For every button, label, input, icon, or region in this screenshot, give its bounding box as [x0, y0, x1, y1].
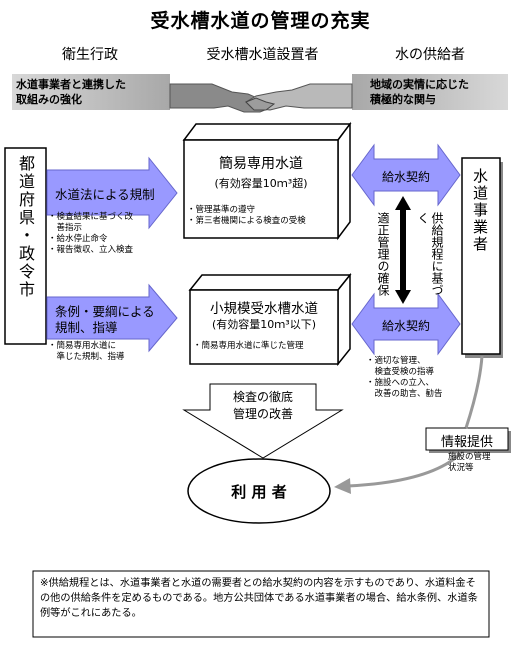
simple-waterworks-title: 簡易専用水道 [219, 156, 303, 172]
prefecture-box-label: 都道府県・政令市 [16, 155, 35, 299]
left-banner-line2: 取組みの強化 [16, 93, 82, 106]
small-tank-notes: ・簡易専用水道に準じた管理 [193, 341, 304, 351]
water-law-notes: ・検査結果に基づく改 善指示 ・給水停止命令 ・報告徴収、立入検査 [48, 212, 134, 255]
info-connector [464, 355, 484, 429]
supplier-notes: ・適切な管理、 検査受検の指導 ・施設への立入、 改善の助言、勧告 [366, 356, 443, 399]
ordinance-label-line2: 規制、指導 [55, 320, 118, 335]
contract-bottom-label: 給水契約 [381, 319, 430, 333]
user-ellipse [187, 458, 331, 524]
ordinance-arrow-label: 条例・要綱による 規制、指導 [55, 304, 165, 336]
inspection-arrow [182, 383, 344, 459]
handshake-icon [169, 83, 353, 113]
header-installer: 受水槽水道設置者 [206, 47, 319, 63]
simple-waterworks-box [182, 121, 352, 241]
header-supplier: 水の供給者 [395, 47, 465, 63]
info-provision-label: 情報提供 [440, 435, 493, 450]
page-title: 受水槽水道の管理の充実 [150, 10, 371, 32]
small-tank-waterworks-box [188, 272, 352, 367]
water-law-arrow [46, 156, 178, 230]
info-to-user-arrowhead [334, 478, 351, 494]
info-notes: 施設の管理 状況等 [448, 452, 491, 473]
left-banner-line1: 水道事業者と連携した [16, 78, 126, 91]
right-banner-text: 地域の実情に応じた 積極的な関与 [370, 77, 510, 107]
contract-top-label: 給水契約 [381, 170, 430, 184]
water-law-arrow-label: 水道法による規制 [55, 187, 155, 202]
simple-waterworks-capacity: (有効容量10ｍ³超) [214, 177, 308, 190]
supply-rules-label: 供給規程に基づく [416, 212, 444, 296]
inspection-line2: 管理の改善 [232, 407, 293, 421]
info-to-user-arrow [347, 452, 462, 488]
simple-waterworks-notes: ・管理基準の遵守 ・第三者機関による検査の受検 [187, 205, 306, 226]
prefecture-box-frame [4, 147, 47, 345]
user-label: 利 用 者 [231, 483, 287, 501]
ordinance-notes: ・簡易専用水道に 準じた規制、指導 [48, 341, 125, 362]
ordinance-arrow [46, 283, 178, 353]
left-banner-bg [12, 74, 170, 110]
proper-management-label: 適正管理の確保 [376, 212, 390, 296]
contract-top-arrow [351, 143, 461, 207]
right-banner-bg [352, 74, 508, 110]
inspection-text: 検査の徹底 管理の改善 [210, 389, 316, 423]
right-banner-line1: 地域の実情に応じた [370, 78, 469, 91]
left-banner-text: 水道事業者と連携した 取組みの強化 [16, 77, 166, 107]
management-double-arrow [395, 196, 411, 304]
contract-bottom-arrow [351, 292, 461, 356]
footnote-text: ※供給規程とは、水道事業者と水道の需要者との給水契約の内容を示すものであり、水道… [40, 578, 478, 619]
inspection-line1: 検査の徹底 [232, 390, 293, 404]
waterworks-box-label: 水道事業者 [471, 168, 489, 253]
small-tank-capacity: (有効容量10ｍ³以下) [212, 318, 316, 331]
right-banner-line2: 積極的な関与 [370, 93, 436, 106]
header-health-admin: 衛生行政 [62, 47, 118, 63]
ordinance-label-line1: 条例・要綱による [55, 304, 155, 319]
footnote-box [32, 570, 490, 638]
small-tank-title: 小規模受水槽水道 [210, 301, 318, 317]
waterworks-box-frame [461, 157, 501, 355]
